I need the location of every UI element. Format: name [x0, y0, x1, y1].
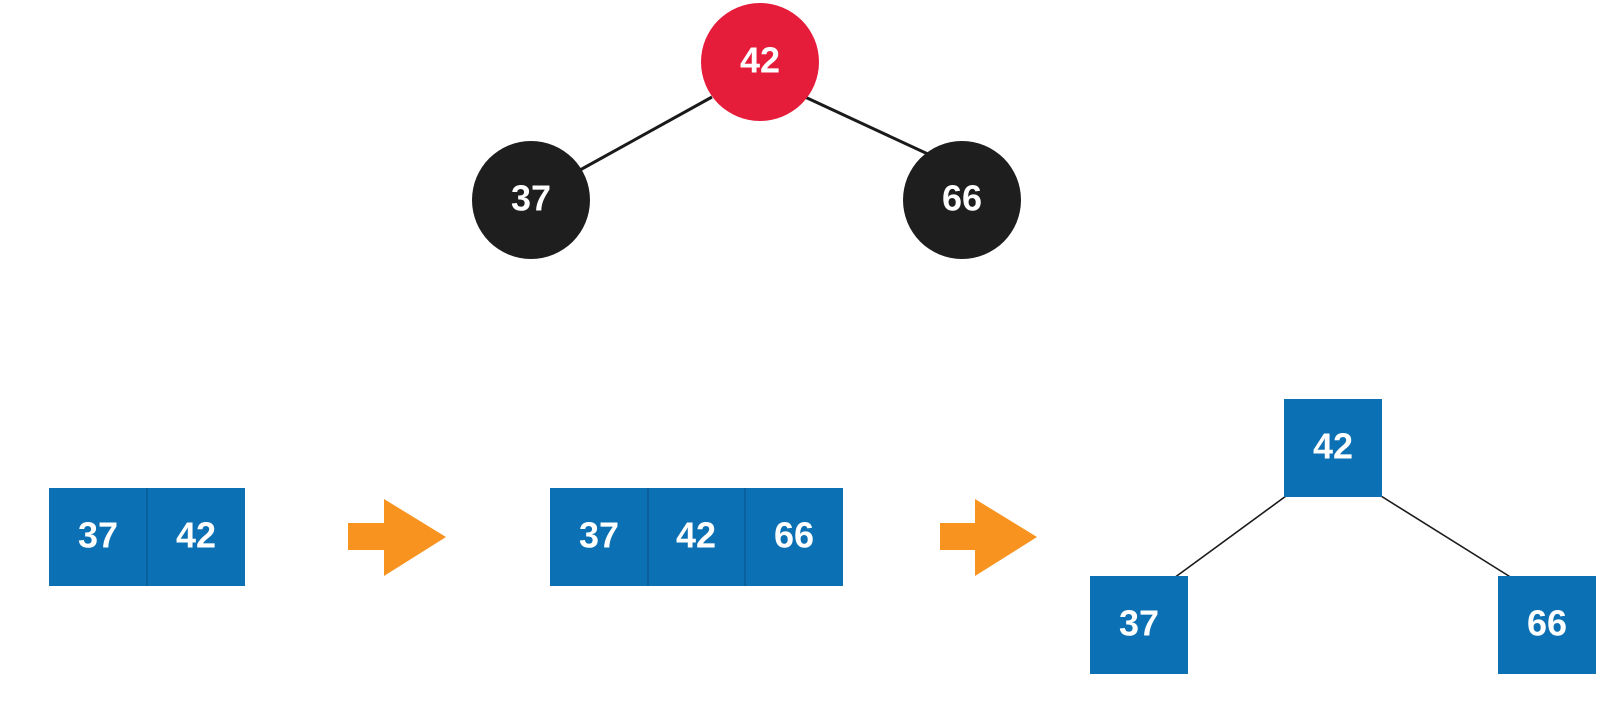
btree-step3-right-key: 66: [1527, 603, 1567, 644]
rb-node-root-circle: [701, 3, 819, 121]
right-arrow-icon: [348, 499, 446, 576]
btree-step1-key-2: 42: [176, 515, 216, 556]
rb-node-root-label: 42: [740, 40, 780, 81]
btree-step1-key-1: 37: [78, 515, 118, 556]
btree-step2-key-1: 37: [579, 515, 619, 556]
rb-node-right: 66: [903, 141, 1021, 259]
rb-node-left-label: 37: [511, 178, 551, 219]
btree-step3-tree: 42 37 66: [1090, 399, 1596, 674]
rb-node-right-label: 66: [942, 178, 982, 219]
btree-step3-left-box: [1090, 576, 1188, 674]
btree-step3-root-box: [1284, 399, 1382, 497]
btree-step3-root: 42: [1284, 399, 1382, 497]
btree-step1-node: 37 42: [49, 488, 245, 586]
btree-step3-left-key: 37: [1119, 603, 1159, 644]
btree-step2-key-2: 42: [676, 515, 716, 556]
rb-node-root: 42: [701, 3, 819, 121]
btree-step3-left: 37: [1090, 576, 1188, 674]
btree-step2-node: 37 42 66: [550, 488, 843, 586]
btree-edge-left: [1173, 495, 1287, 579]
red-black-tree: 42 37 66: [472, 3, 1021, 259]
rb-edge-right: [804, 95, 931, 157]
btree-step2-box: [550, 488, 843, 586]
right-arrow-icon: [940, 499, 1037, 576]
btree-step3-root-key: 42: [1313, 426, 1353, 467]
btree-sequence: 37 42 37 42 66 42: [49, 399, 1596, 674]
rb-node-left-circle: [472, 141, 590, 259]
arrow2-shape: [940, 499, 1037, 576]
btree-step2-key-3: 66: [774, 515, 814, 556]
arrow1-shape: [348, 499, 446, 576]
rb-edge-left: [579, 95, 713, 172]
btree-edge-right: [1380, 495, 1513, 579]
rb-node-left: 37: [472, 141, 590, 259]
rb-node-right-circle: [903, 141, 1021, 259]
btree-step3-right: 66: [1498, 576, 1596, 674]
btree-step3-right-box: [1498, 576, 1596, 674]
